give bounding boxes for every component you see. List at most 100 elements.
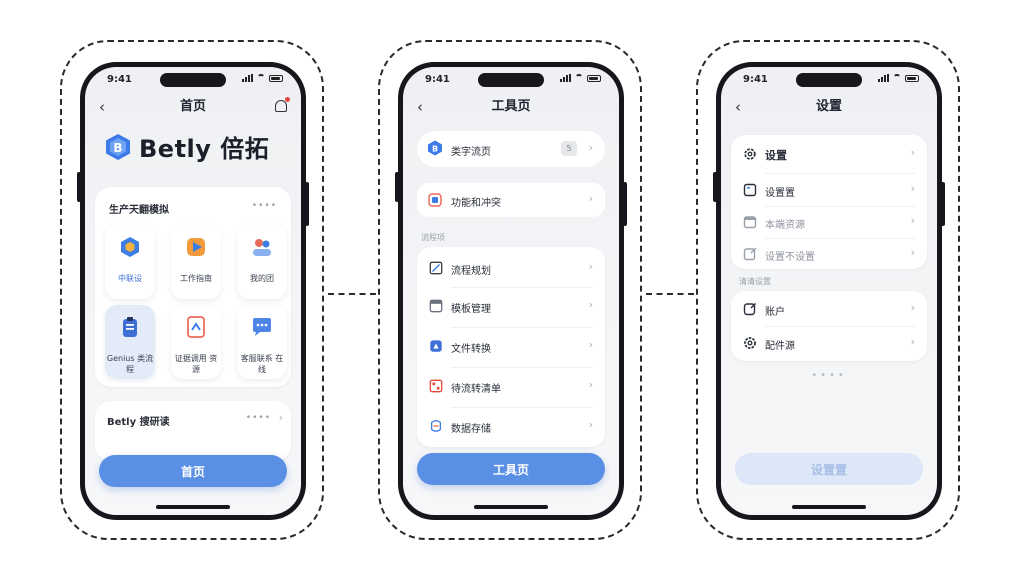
- tile-1[interactable]: 中联设: [105, 225, 155, 299]
- row-label: 类字流页: [451, 147, 491, 158]
- wifi-icon: [892, 74, 902, 82]
- status-time: 9:41: [107, 74, 132, 85]
- status-time: 9:41: [425, 74, 450, 85]
- tile-label: 我的团: [250, 274, 274, 283]
- tile-2[interactable]: 工作指南: [171, 225, 221, 299]
- tile-6[interactable]: 客服联系 在线: [237, 305, 287, 379]
- template-icon: [429, 299, 443, 313]
- row-label: 流程规划: [451, 266, 491, 277]
- tools-button[interactable]: 工具页: [417, 453, 605, 485]
- wifi-icon: [256, 74, 266, 82]
- status-bar: 9:41: [85, 73, 301, 89]
- brand: B Betly 倍拓: [105, 129, 269, 164]
- tool-row-conflict[interactable]: 功能和冲突 ›: [417, 183, 605, 217]
- nav-bar: ‹ 首页: [85, 95, 301, 119]
- settings-row[interactable]: 设置置 ›: [731, 175, 927, 205]
- nav-bar: ‹ 设置: [721, 95, 937, 119]
- signal-icon: [242, 74, 253, 82]
- people-icon: [253, 239, 271, 256]
- home-button[interactable]: 首页: [99, 455, 287, 487]
- play-icon: [187, 238, 205, 256]
- tile-label: 中联设: [118, 274, 142, 283]
- connector-2-3: [646, 293, 694, 295]
- more-icon[interactable]: ••••: [245, 413, 271, 423]
- page-indicator: ••••: [811, 370, 847, 381]
- group-label: 清清设置: [739, 277, 771, 286]
- tile-label: 证据调用 资源: [174, 354, 218, 374]
- settings-card-2: 账户 › 配件源 ›: [731, 291, 927, 361]
- page-title: 设置: [815, 99, 842, 114]
- back-icon[interactable]: ‹: [99, 98, 105, 116]
- section-title: Betly 搜研读: [107, 417, 170, 428]
- phone-home: 9:41 ‹ 首页 B Betly 倍拓 生产天翻模拟 ••••: [77, 62, 309, 520]
- row-label: 账户: [765, 307, 785, 318]
- settings-row[interactable]: 账户 ›: [731, 294, 927, 324]
- brand-name: Betly 倍拓: [139, 135, 270, 163]
- chevron-right-icon: ›: [588, 298, 593, 311]
- back-icon[interactable]: ‹: [417, 98, 423, 116]
- betly-logo-icon: B: [106, 133, 130, 160]
- gear-icon: [744, 148, 756, 160]
- battery-icon: [905, 74, 919, 82]
- settings-row[interactable]: 设置不设置 ›: [731, 239, 927, 269]
- tool-row[interactable]: 流程规划 ›: [417, 251, 605, 285]
- share-icon: [187, 316, 205, 338]
- settings-row[interactable]: 配件源 ›: [731, 328, 927, 358]
- tile-label: Genius 类流程: [106, 354, 154, 374]
- status-time: 9:41: [743, 74, 768, 85]
- svg-text:B: B: [113, 141, 122, 155]
- chevron-right-icon: ›: [910, 182, 915, 195]
- settings-screen: 9:41 ‹ 设置 设置 › 设置置 ›: [721, 67, 937, 515]
- dashed-frame-2: [378, 40, 642, 540]
- dashed-frame-1: [60, 40, 324, 540]
- tile-label: 工作指南: [180, 274, 212, 283]
- gear-icon: [744, 337, 756, 349]
- row-label: 数据存储: [451, 424, 491, 435]
- home-indicator: [792, 505, 866, 509]
- home-indicator: [474, 505, 548, 509]
- more-icon[interactable]: ••••: [251, 201, 277, 211]
- nav-bar: ‹ 工具页: [403, 95, 619, 119]
- top-tool-row[interactable]: B 类字流页 5 ›: [417, 131, 605, 167]
- chevron-right-icon: ›: [910, 246, 915, 259]
- settings-header-row[interactable]: 设置 ›: [731, 137, 927, 171]
- bell-icon[interactable]: [275, 97, 290, 112]
- row-label: 设置不设置: [765, 252, 815, 263]
- phone-settings: 9:41 ‹ 设置 设置 › 设置置 ›: [713, 62, 945, 520]
- chevron-right-icon: ›: [588, 192, 593, 205]
- settings-row[interactable]: 本端资源 ›: [731, 207, 927, 237]
- tile-5[interactable]: 证据调用 资源: [171, 305, 221, 379]
- tool-row[interactable]: 文件转换 ›: [417, 329, 605, 363]
- row-label: 本端资源: [765, 220, 805, 231]
- file-convert-icon: [430, 340, 442, 352]
- settings-button[interactable]: 设置置: [735, 453, 923, 485]
- account-icon: [743, 303, 756, 316]
- row-label: 模板管理: [451, 304, 491, 315]
- calendar-icon: [743, 216, 757, 229]
- tool-row[interactable]: 数据存储 ›: [417, 409, 605, 443]
- reading-card[interactable]: Betly 搜研读 •••• ›: [95, 401, 291, 461]
- row-label: 设置置: [765, 188, 795, 199]
- signal-icon: [878, 74, 889, 82]
- tool-row[interactable]: 待流转清单 ›: [417, 369, 605, 403]
- tool-row[interactable]: 模板管理 ›: [417, 289, 605, 323]
- tile-4[interactable]: Genius 类流程: [105, 305, 155, 379]
- chevron-right-icon: ›: [588, 260, 593, 273]
- templates-card: 生产天翻模拟 •••• 中联设 工作指南 我的团 Genius 类流程 证据调用…: [95, 187, 291, 387]
- chart-line-icon: [429, 261, 443, 275]
- row-label: 功能和冲突: [451, 198, 501, 209]
- wifi-icon: [574, 74, 584, 82]
- checklist-icon: [429, 379, 443, 393]
- betly-logo-icon: B: [428, 140, 442, 156]
- battery-icon: [587, 74, 601, 82]
- chevron-right-icon: ›: [910, 301, 915, 314]
- section-title: 生产天翻模拟: [109, 205, 169, 216]
- document-icon: [743, 183, 757, 197]
- back-icon[interactable]: ‹: [735, 98, 741, 116]
- tile-3[interactable]: 我的团: [237, 225, 287, 299]
- chevron-right-icon: ›: [910, 335, 915, 348]
- chevron-right-icon: ›: [588, 141, 593, 154]
- chevron-right-icon: ›: [588, 418, 593, 431]
- tool-list-card: 流程规划 › 模板管理 › 文件转换 › 待流转清单 ›: [417, 247, 605, 447]
- row-label: 文件转换: [451, 344, 491, 355]
